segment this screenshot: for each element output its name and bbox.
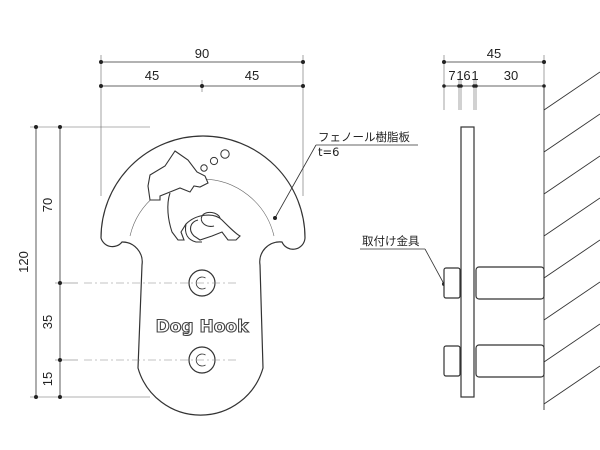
dim-depth-c: 6: [463, 68, 470, 83]
fitting-leader: [424, 248, 445, 285]
dog-head-icon: [147, 150, 209, 201]
thought-bubble-icon: [209, 156, 219, 166]
side-view: [443, 71, 600, 410]
dim-depth-total: 45: [487, 46, 501, 61]
dog-logo: [147, 149, 241, 243]
plate-side: [460, 126, 475, 398]
dog-tail-icon: [200, 211, 221, 227]
dim-width-total: 90: [195, 46, 209, 61]
product-label: Dog Hook: [156, 317, 249, 337]
material-leader: [274, 144, 317, 219]
fitting-note: 取付け金具: [360, 234, 446, 286]
dog-body-icon: [167, 192, 241, 241]
wall-hatching: [543, 71, 600, 405]
dim-width-left: 45: [145, 68, 159, 83]
dim-height-upper: 70: [40, 198, 55, 212]
dog-front-leg-icon: [184, 223, 202, 243]
side-dimensions: 45 7 1 6 1 30: [442, 46, 546, 110]
dim-depth-d: 1: [471, 68, 478, 83]
front-dimensions: 90 45 45 120 70 35 15: [16, 46, 305, 399]
front-view: Dog Hook: [100, 135, 306, 416]
thickness-label: t=6: [318, 145, 339, 159]
fitting-label: 取付け金具: [362, 234, 420, 248]
lower-fitting: [443, 344, 545, 378]
dim-depth-b: 1: [456, 68, 463, 83]
upper-fitting: [443, 266, 545, 300]
dim-height-lower: 15: [40, 372, 55, 386]
material-label: フェノール樹脂板: [318, 130, 410, 144]
thought-bubble-icon: [200, 164, 208, 172]
dim-width-right: 45: [245, 68, 259, 83]
dim-depth-e: 30: [504, 68, 518, 83]
dim-depth-a: 7: [448, 68, 455, 83]
dim-height-mid: 35: [40, 315, 55, 329]
thought-bubble-icon: [220, 149, 230, 159]
material-note: フェノール樹脂板 t=6: [273, 130, 418, 220]
dim-height-total: 120: [16, 251, 31, 273]
